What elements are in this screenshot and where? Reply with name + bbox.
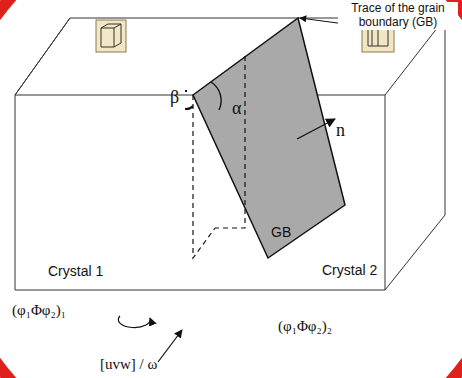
orientation-label: (φ₁Φφ₂)₁ bbox=[12, 302, 66, 319]
normal-symbol: n bbox=[336, 120, 345, 141]
angle-symbol: α bbox=[232, 98, 241, 119]
angle-symbol: β bbox=[170, 87, 179, 108]
rotation-axis bbox=[118, 316, 182, 362]
grain-boundary-plane: GB bbox=[185, 14, 351, 264]
trace-label: Trace of the grain boundary (GB) bbox=[338, 2, 458, 30]
plane-label: GB bbox=[271, 224, 291, 240]
crystal-box bbox=[15, 18, 445, 290]
crystal-label: Crystal 1 bbox=[48, 263, 103, 279]
orientation-label: (φ₁Φφ₂)₂ bbox=[278, 318, 332, 335]
plane-outline bbox=[185, 14, 351, 264]
axis-label: [uvw] / ω bbox=[100, 356, 157, 373]
crystal-label: Crystal 2 bbox=[322, 262, 377, 278]
